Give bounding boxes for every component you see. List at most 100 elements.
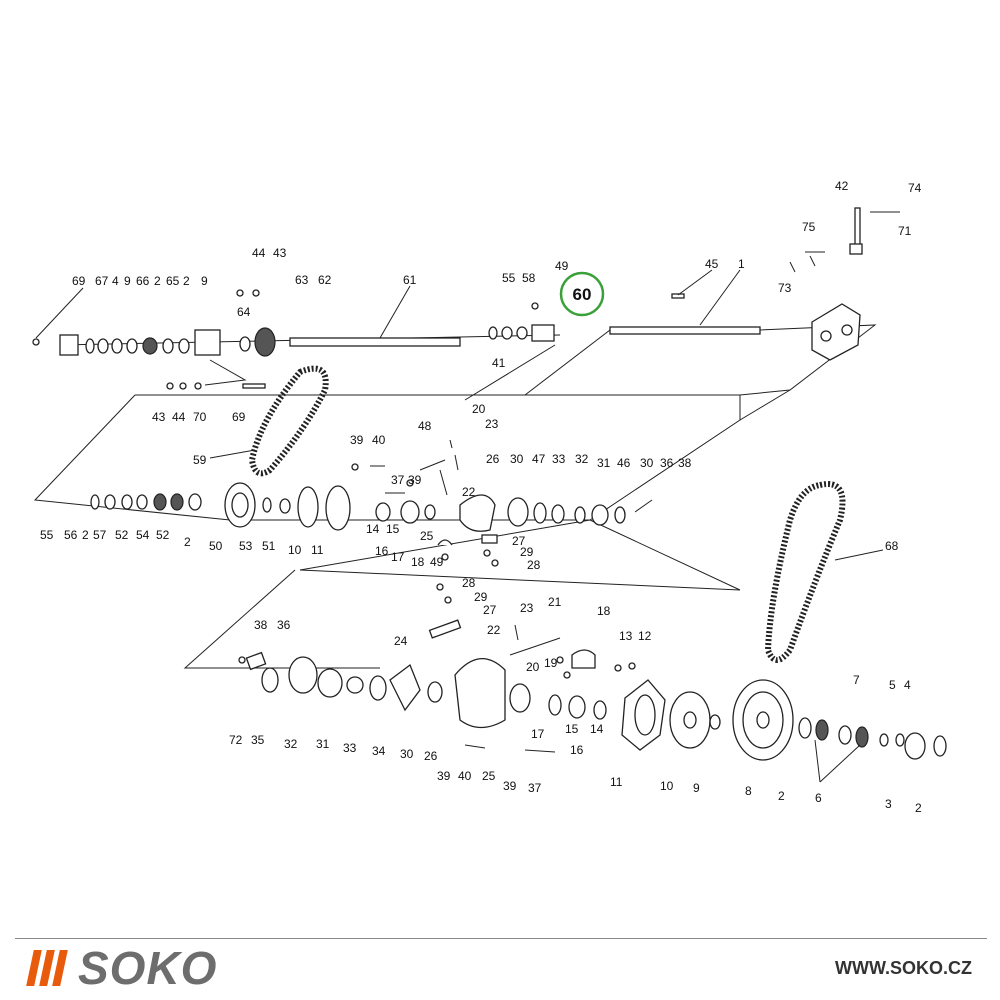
shaft-1 xyxy=(609,326,761,335)
callout-label: 7 xyxy=(853,673,860,687)
callout-label: 25 xyxy=(420,529,434,543)
callout-label: 26 xyxy=(486,452,500,466)
callout-label: 69 xyxy=(72,274,86,288)
callout-label: 26 xyxy=(424,749,438,763)
callout-label: 14 xyxy=(590,722,604,736)
callout-label: 56 xyxy=(64,528,78,542)
callout-label: 46 xyxy=(617,456,631,470)
callout-label: 18 xyxy=(411,555,425,569)
callout-label: 28 xyxy=(462,576,476,590)
callout-label: 15 xyxy=(386,522,400,536)
callout-label: 72 xyxy=(229,733,243,747)
callout-label: 3 xyxy=(885,797,892,811)
panel-outlines xyxy=(33,324,877,669)
callout-label: 9 xyxy=(201,274,208,288)
callout-label: 9 xyxy=(693,781,700,795)
callout-label: 44 xyxy=(172,410,186,424)
callout-label: 63 xyxy=(295,273,309,287)
bottom-assembly xyxy=(238,583,947,761)
callout-label: 20 xyxy=(526,660,540,674)
callout-label: 2 xyxy=(154,274,161,288)
callout-label: 25 xyxy=(482,769,496,783)
callout-label: 42 xyxy=(835,179,849,193)
callout-label: 45 xyxy=(705,257,719,271)
shaft-61 xyxy=(289,337,461,347)
brand-name: SOKO xyxy=(78,941,218,994)
callout-label: 32 xyxy=(284,737,298,751)
middle-assembly xyxy=(90,439,653,567)
callout-label: 16 xyxy=(375,544,389,558)
callout-label: 22 xyxy=(462,485,476,499)
callout-label: 69 xyxy=(232,410,246,424)
callout-label: 40 xyxy=(458,769,472,783)
callout-label: 10 xyxy=(660,779,674,793)
top-right-shaft-assembly xyxy=(609,207,900,361)
callout-label: 16 xyxy=(570,743,584,757)
callout-label: 58 xyxy=(522,271,536,285)
callout-labels: 69 67 4 9 66 2 65 2 9 44 43 63 62 61 64 … xyxy=(40,179,922,815)
callout-label: 38 xyxy=(254,618,268,632)
callout-label: 41 xyxy=(492,356,506,370)
callout-label: 67 xyxy=(95,274,109,288)
callout-label: 40 xyxy=(372,433,386,447)
callout-label: 73 xyxy=(778,281,792,295)
callout-label: 52 xyxy=(115,528,129,542)
callout-label: 37 xyxy=(391,473,405,487)
callout-label: 50 xyxy=(209,539,223,553)
callout-label: 22 xyxy=(487,623,501,637)
callout-label: 59 xyxy=(193,453,207,467)
callout-label: 35 xyxy=(251,733,265,747)
footer-divider xyxy=(15,938,987,939)
callout-leaders xyxy=(35,269,884,783)
callout-label: 49 xyxy=(555,259,569,273)
callout-label: 4 xyxy=(112,274,119,288)
callout-label: 23 xyxy=(520,601,534,615)
callout-label: 30 xyxy=(640,456,654,470)
callout-label: 12 xyxy=(638,629,652,643)
callout-label: 27 xyxy=(512,534,526,548)
callout-label: 2 xyxy=(184,535,191,549)
top-left-shaft-assembly xyxy=(32,289,561,390)
callout-label: 53 xyxy=(239,539,253,553)
callout-label: 39 xyxy=(350,433,364,447)
callout-label: 5 xyxy=(889,678,896,692)
callout-label: 36 xyxy=(660,456,674,470)
housing-26-bottom xyxy=(454,657,506,729)
housing-26 xyxy=(459,494,496,532)
callout-label: 29 xyxy=(474,590,488,604)
callout-label: 61 xyxy=(403,273,417,287)
callout-label: 29 xyxy=(520,545,534,559)
callout-label: 43 xyxy=(273,246,287,260)
callout-label: 39 xyxy=(408,473,422,487)
exploded-parts-diagram: 69 67 4 9 66 2 65 2 9 44 43 63 62 61 64 … xyxy=(32,179,947,815)
callout-label: 48 xyxy=(418,419,432,433)
callout-label: 31 xyxy=(597,456,611,470)
callout-label: 1 xyxy=(738,257,745,271)
callout-label: 18 xyxy=(597,604,611,618)
callout-label: 19 xyxy=(544,656,558,670)
callout-label: 52 xyxy=(156,528,170,542)
callout-label: 2 xyxy=(82,528,89,542)
callout-label: 38 xyxy=(678,456,692,470)
callout-label: 54 xyxy=(136,528,150,542)
callout-label: 57 xyxy=(93,528,107,542)
callout-label: 27 xyxy=(483,603,497,617)
callout-label: 64 xyxy=(237,305,251,319)
callout-label: 30 xyxy=(510,452,524,466)
callout-label: 21 xyxy=(548,595,562,609)
website-url[interactable]: WWW.SOKO.CZ xyxy=(835,958,972,978)
callout-label: 17 xyxy=(391,550,405,564)
callout-label: 34 xyxy=(372,744,386,758)
callout-label: 47 xyxy=(532,452,546,466)
callout-label: 65 xyxy=(166,274,180,288)
highlighted-part-number: 60 xyxy=(573,285,592,304)
callout-label: 36 xyxy=(277,618,291,632)
callout-label: 14 xyxy=(366,522,380,536)
callout-label: 62 xyxy=(318,273,332,287)
callout-label: 6 xyxy=(815,791,822,805)
callout-label: 32 xyxy=(575,452,589,466)
callout-label: 55 xyxy=(40,528,54,542)
callout-label: 51 xyxy=(262,539,276,553)
callout-label: 17 xyxy=(531,727,545,741)
callout-label: 75 xyxy=(802,220,816,234)
